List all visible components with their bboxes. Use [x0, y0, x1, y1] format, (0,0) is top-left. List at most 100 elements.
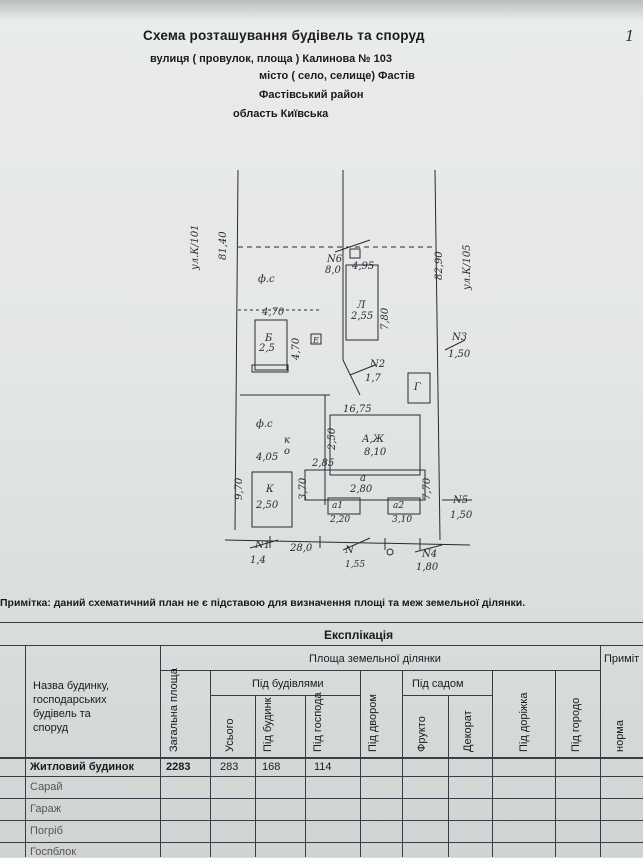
building-G	[407, 372, 431, 404]
building-K	[251, 471, 293, 528]
building-a2	[387, 497, 421, 515]
label-nb-val: 1,55	[345, 560, 365, 570]
label-n6-val: 8,0	[325, 265, 342, 276]
label-d250: 2,50	[327, 427, 338, 451]
building-L	[345, 264, 379, 341]
label-bld-B: Б	[264, 333, 273, 344]
label-bld-a2: а2	[393, 501, 404, 511]
cell-residential: 168	[262, 761, 281, 773]
label-nb: N	[344, 545, 355, 556]
cell-all: 283	[220, 761, 239, 773]
vheader-household: Під господа	[312, 692, 324, 752]
row-label: Житловий будинок	[30, 761, 134, 773]
label-bld-L-h: 2,55	[350, 311, 373, 322]
col-name-line2: господарських	[33, 694, 107, 706]
label-n1: N1	[254, 540, 270, 551]
disclaimer-note: Примітка: даний схематичний план не є пі…	[0, 597, 526, 609]
building-a1	[327, 497, 361, 515]
street-line-bottom	[224, 539, 471, 546]
notes-col-header: Приміт	[604, 653, 640, 665]
label-neighbor-right: ул.К/105	[462, 244, 473, 291]
cell-household: 114	[314, 761, 332, 773]
label-n2-val: 1,7	[365, 373, 382, 384]
label-d495: 4,95	[351, 261, 374, 272]
label-left-dim: 81,40	[218, 231, 229, 260]
label-d405: 4,05	[255, 452, 278, 463]
region-line: область Київська	[233, 108, 329, 120]
col-name-line4: споруд	[33, 722, 69, 734]
label-n2: N2	[369, 359, 385, 370]
under-garden-header: Під садом	[412, 678, 464, 690]
land-area-header: Площа земельної ділянки	[309, 653, 441, 665]
label-d285: 2,85	[311, 458, 334, 469]
page-number: 1	[625, 27, 635, 45]
label-d280: 28,0	[289, 543, 313, 554]
vheader-vegetable: Під городо	[570, 697, 582, 752]
row-label: Гараж	[30, 803, 62, 815]
label-fs-mid: ф.с	[256, 419, 273, 430]
plot-boundary-left	[234, 169, 239, 531]
page-top-shadow	[0, 0, 643, 20]
row-label: Госпблок	[30, 846, 77, 858]
vheader-path: Під доріжка	[518, 692, 530, 752]
label-d470b: 4,70	[291, 337, 302, 361]
building-A	[329, 414, 421, 476]
label-bld-a: а	[360, 473, 366, 484]
label-bld-a-h: 2,80	[349, 484, 373, 495]
vheader-all: Усього	[224, 718, 236, 753]
cell-total: 2283	[166, 761, 191, 773]
label-mark-k: к	[284, 435, 290, 446]
label-bld-A: А,Ж	[361, 434, 385, 445]
label-d780: 7,80	[380, 307, 391, 330]
site-plan: ул.К/101 81,40 82,90 ул.К/105 ф.с N6 8,0…	[190, 169, 473, 573]
label-bld-A-h: 8,10	[364, 447, 387, 458]
col-name-line3: будівель та	[33, 708, 91, 720]
plot-boundary-right	[434, 169, 441, 541]
label-d970: 9,70	[234, 477, 245, 500]
row-label: Сарай	[30, 781, 63, 793]
under-buildings-header: Під будівлями	[252, 678, 324, 690]
street-line: вулиця ( провулок, площа ) Калинова № 10…	[150, 53, 392, 65]
label-n4: N4	[421, 549, 437, 560]
label-bld-a1: а1	[332, 501, 343, 511]
label-n6: N6	[326, 254, 343, 265]
label-n3: N3	[451, 332, 467, 343]
label-n4-val: 1,80	[416, 562, 439, 573]
vheader-norm: норма	[614, 720, 626, 752]
label-d370: 3,70	[298, 477, 309, 500]
vheader-total-area: Загальна площа	[168, 668, 180, 752]
district-line: Фастівський район	[259, 89, 364, 101]
row-label: Погріб	[30, 825, 63, 837]
building-B	[254, 319, 288, 371]
label-d770: 7,70	[422, 477, 433, 500]
explication-title: Експлікація	[324, 628, 394, 642]
document-title: Схема розташування будівель та споруд	[143, 28, 425, 43]
label-bld-K: К	[265, 484, 274, 495]
vheader-decor: Декорат	[462, 710, 474, 752]
fence-segment	[342, 245, 361, 396]
col-name-line1: Назва будинку,	[33, 680, 110, 692]
label-d470a: 4,70	[261, 307, 285, 318]
label-bld-a2-h: 3,10	[392, 515, 412, 525]
vheader-residential: Під будинк	[262, 697, 274, 752]
label-mark-E: Е	[312, 336, 319, 345]
vheader-yard: Під двором	[367, 694, 379, 752]
city-line: місто ( село, селище) Фастів	[259, 70, 415, 82]
label-bld-L: Л	[356, 300, 366, 311]
label-right-dim: 82,90	[434, 251, 445, 280]
label-mark-G: Г	[413, 382, 421, 393]
label-bld-B-h: 2,5	[258, 343, 275, 354]
label-fs-top: ф.с	[258, 274, 275, 285]
label-n1-val: 1,4	[250, 555, 266, 566]
label-d1675: 16,75	[343, 404, 372, 415]
label-neighbor-left: ул.К/101	[190, 224, 201, 271]
label-n5: N5	[452, 495, 468, 506]
label-bld-K-h: 2,50	[255, 500, 279, 511]
mark-E-box	[310, 333, 322, 345]
label-mark-o: о	[284, 446, 290, 457]
label-bld-a1-h: 2,20	[329, 515, 350, 525]
label-n3-val: 1,50	[448, 349, 471, 360]
vheader-fruit: Фрукто	[416, 716, 428, 752]
label-n5-val: 1,50	[450, 510, 473, 521]
